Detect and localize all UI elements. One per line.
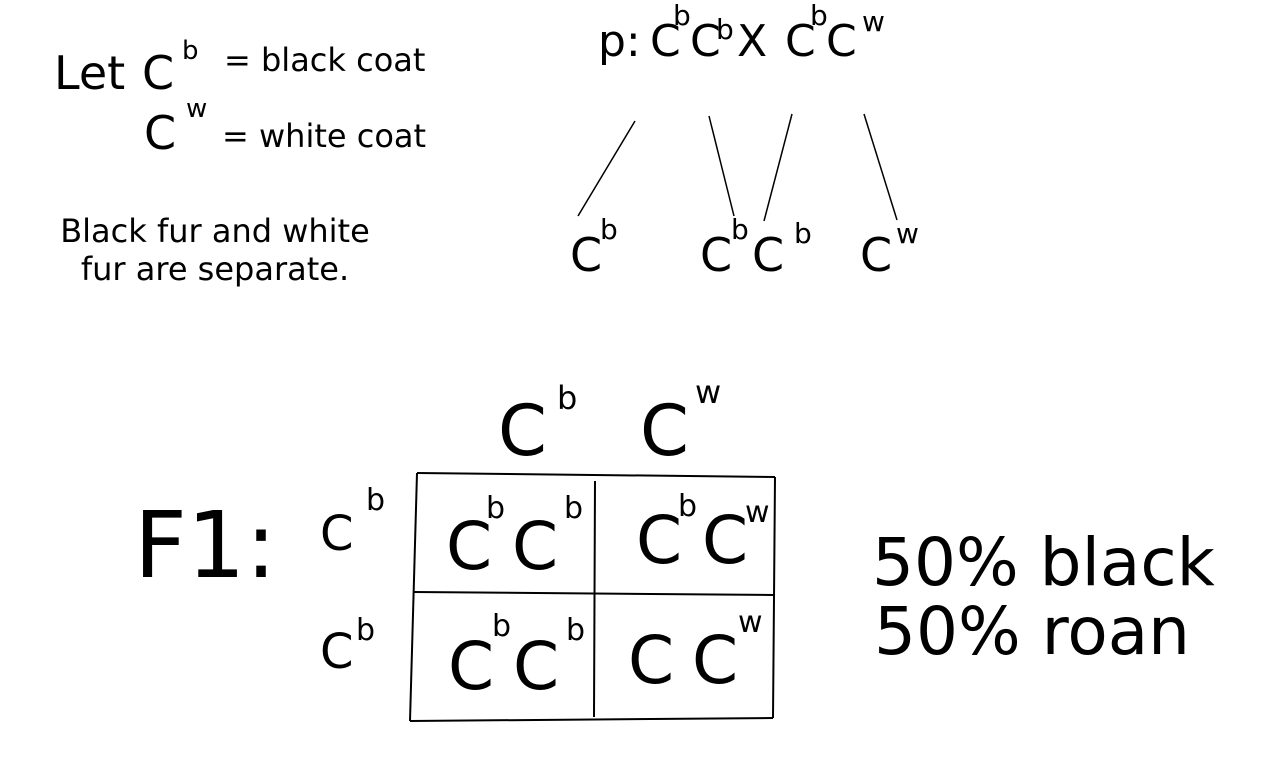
separation-note: Black fur and white fur are separate. [60,212,370,289]
cell-r1c2-a1: C [636,502,683,579]
cell-r2c1-a1-sup: b [492,609,512,644]
cross-prefix: p: [598,16,641,67]
grid-mid-vertical [593,480,596,718]
legend-black-sup: b [182,36,199,66]
note-line-2: fur are separate. [80,250,350,289]
cross-times: X [737,16,768,67]
cross-p1-a2-sup: b [716,13,734,46]
grid-right [772,476,776,719]
row-header-2: C [320,624,354,680]
col-header-1-sup: b [557,379,578,417]
row-header-2-sup: b [356,613,376,648]
cross-p1-a1-sup: b [673,0,691,32]
gamete-3: C [752,228,785,282]
f1-label: F1: [134,492,277,599]
cell-r1c2-a1-sup: b [678,489,698,524]
cell-r1c1-a2: C [512,508,559,585]
gamete-2: C [700,228,733,282]
gamete-3-sup: b [794,217,812,250]
gamete-4: C [860,228,893,282]
legend-white-allele: C [144,106,177,160]
cell-r2c1-a2-sup: b [566,613,586,648]
cell-r1c1-a2-sup: b [564,491,584,526]
cell-r2c2-a2: C [692,622,739,699]
punnett-grid [409,472,776,722]
gamete-line-1 [577,120,636,217]
col-header-2-sup: w [695,373,722,411]
cell-r2c2-a1: C [628,622,675,699]
cell-r1c2-a2: C [702,502,749,579]
row-header-1: C [320,506,354,562]
result-line-2: 50% roan [873,593,1190,671]
cross-p1-a2: C [690,16,721,67]
result-ratio: 50% black 50% roan [872,524,1215,671]
legend-white-sup: w [186,94,208,124]
gamete-2-sup: b [731,213,749,246]
col-header-2: C [640,390,689,472]
gamete-1: C [570,228,603,282]
grid-bottom [409,717,774,722]
cell-r1c2-a2-sup: w [745,495,770,530]
cell-r2c1-a1: C [448,628,495,705]
cross-p2-a2: C [826,16,857,67]
gamete-line-4 [863,113,898,221]
cell-r1c1-a1: C [446,508,493,585]
row-header-1-sup: b [366,483,386,518]
legend-white-desc: = white coat [222,117,427,155]
note-line-1: Black fur and white [60,212,370,250]
legend-black-desc: = black coat [224,41,426,79]
grid-top [416,472,776,478]
legend-let: Let [54,46,126,100]
cross-p2-a2-sup: w [862,5,885,38]
grid-left [409,472,418,722]
gamete-line-3 [763,113,793,222]
cell-r2c2-a2-sup: w [738,605,763,640]
cross-p2-a1-sup: b [810,0,828,32]
col-header-1: C [498,390,547,472]
cross-p2-a1: C [785,16,816,67]
cell-r2c1-a2: C [513,628,560,705]
legend-black-allele: C [142,46,175,100]
cell-r1c1-a1-sup: b [486,491,506,526]
gamete-4-sup: w [896,217,919,250]
gamete-1-sup: b [600,213,618,246]
result-line-1: 50% black [872,524,1215,601]
cross-p1-a1: C [650,16,681,67]
gamete-line-2 [708,115,735,217]
